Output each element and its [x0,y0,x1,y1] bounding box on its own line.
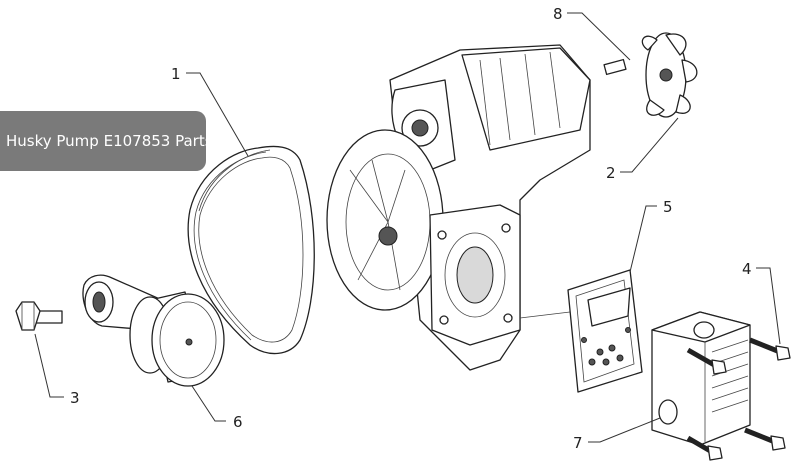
callout-4: 4 [742,260,752,278]
page-title: Husky Pump E107853 Parts [0,111,213,171]
idler-pulley-part [129,291,225,387]
callout-6: 6 [233,413,243,431]
callout-8: 8 [553,5,563,23]
cylinder-head-part [651,311,751,446]
callout-3: 3 [70,389,80,407]
head-bolts-part [686,337,791,461]
callout-2: 2 [606,164,616,182]
callout-7: 7 [573,434,583,452]
cooling-fan-part [603,32,698,118]
callout-labels: 1 2 3 4 5 6 7 8 [70,5,752,452]
valve-plate-part [567,269,643,393]
callout-leaders [34,12,781,443]
drive-belt-part [187,145,315,355]
idler-bolt-part [15,301,63,331]
pump-motor-housing [326,44,591,371]
callout-5: 5 [663,198,673,216]
callout-1: 1 [171,65,181,83]
